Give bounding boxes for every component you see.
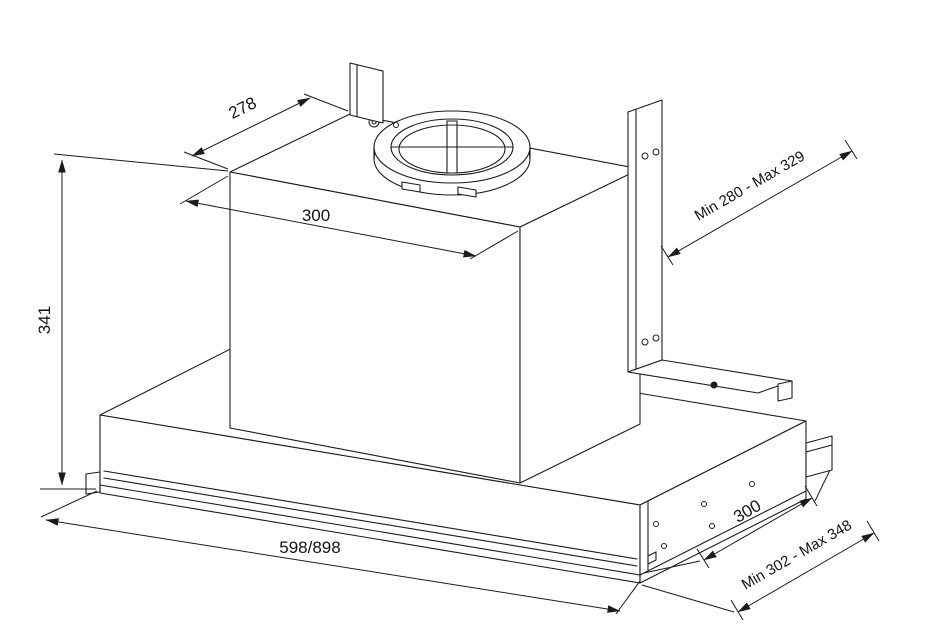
extension-line xyxy=(303,93,349,112)
dimension-line xyxy=(667,150,853,258)
right-end-bracket-fold xyxy=(805,444,833,453)
dim-label-top-width: 300 xyxy=(302,206,330,225)
collar-rim-screw xyxy=(393,122,399,128)
extension-line xyxy=(53,153,229,172)
bracket-shelf xyxy=(627,359,793,394)
extension-line xyxy=(804,485,818,507)
dim-height: 341 xyxy=(35,153,229,490)
side-bracket xyxy=(627,99,793,402)
extension-line xyxy=(866,520,880,542)
extension-line xyxy=(696,548,710,569)
extension-line xyxy=(814,469,831,502)
extension-line xyxy=(660,245,674,266)
dim-label-top-depth: 278 xyxy=(226,93,260,123)
mount-hole xyxy=(709,523,715,529)
mount-hole xyxy=(653,521,659,527)
duct-housing-front-face xyxy=(229,171,521,484)
dim-total-width: 598/898 xyxy=(40,490,641,615)
extension-line xyxy=(183,151,229,170)
hood-bottom-step xyxy=(85,471,101,495)
extension-line xyxy=(179,175,229,205)
dimension-line xyxy=(45,518,621,613)
mount-hole xyxy=(749,481,755,487)
mount-hole xyxy=(661,543,667,549)
dimension-line xyxy=(737,532,875,613)
collar-tab-right xyxy=(457,186,477,198)
bracket-hole xyxy=(652,334,660,342)
duct-housing-right-face xyxy=(519,168,641,484)
dim-label-height: 341 xyxy=(35,306,54,334)
extension-line xyxy=(469,230,519,260)
dim-label-total-width: 598/898 xyxy=(279,538,340,557)
mount-slot xyxy=(647,551,657,565)
dimension-line xyxy=(191,97,311,157)
bracket-hole xyxy=(652,148,660,156)
dim-top-width: 300 xyxy=(179,175,519,260)
bracket-hole xyxy=(641,152,649,160)
collar-tab-left xyxy=(401,181,421,193)
extension-line xyxy=(844,139,858,160)
side-bracket-panel xyxy=(627,99,663,373)
dim-bracket-depth: Min 280 - Max 329 xyxy=(660,139,858,266)
mount-hole xyxy=(701,501,707,507)
right-end-bracket xyxy=(805,435,833,478)
extension-line xyxy=(40,490,98,518)
shelf-screw xyxy=(710,381,718,389)
extension-line xyxy=(643,560,701,574)
extension-line xyxy=(615,580,641,615)
extension-line xyxy=(641,584,735,613)
dim-label-telescopic-depth: Min 302 - Max 348 xyxy=(739,517,855,594)
dimension-line xyxy=(185,199,477,258)
duct-collar xyxy=(373,110,531,198)
extension-line xyxy=(730,599,744,621)
mounting-tab-plate xyxy=(349,62,384,124)
bracket-hole xyxy=(641,338,649,346)
mounting-tab xyxy=(349,62,384,124)
bracket-shelf-tab xyxy=(777,380,793,402)
dimension-line xyxy=(703,497,813,561)
